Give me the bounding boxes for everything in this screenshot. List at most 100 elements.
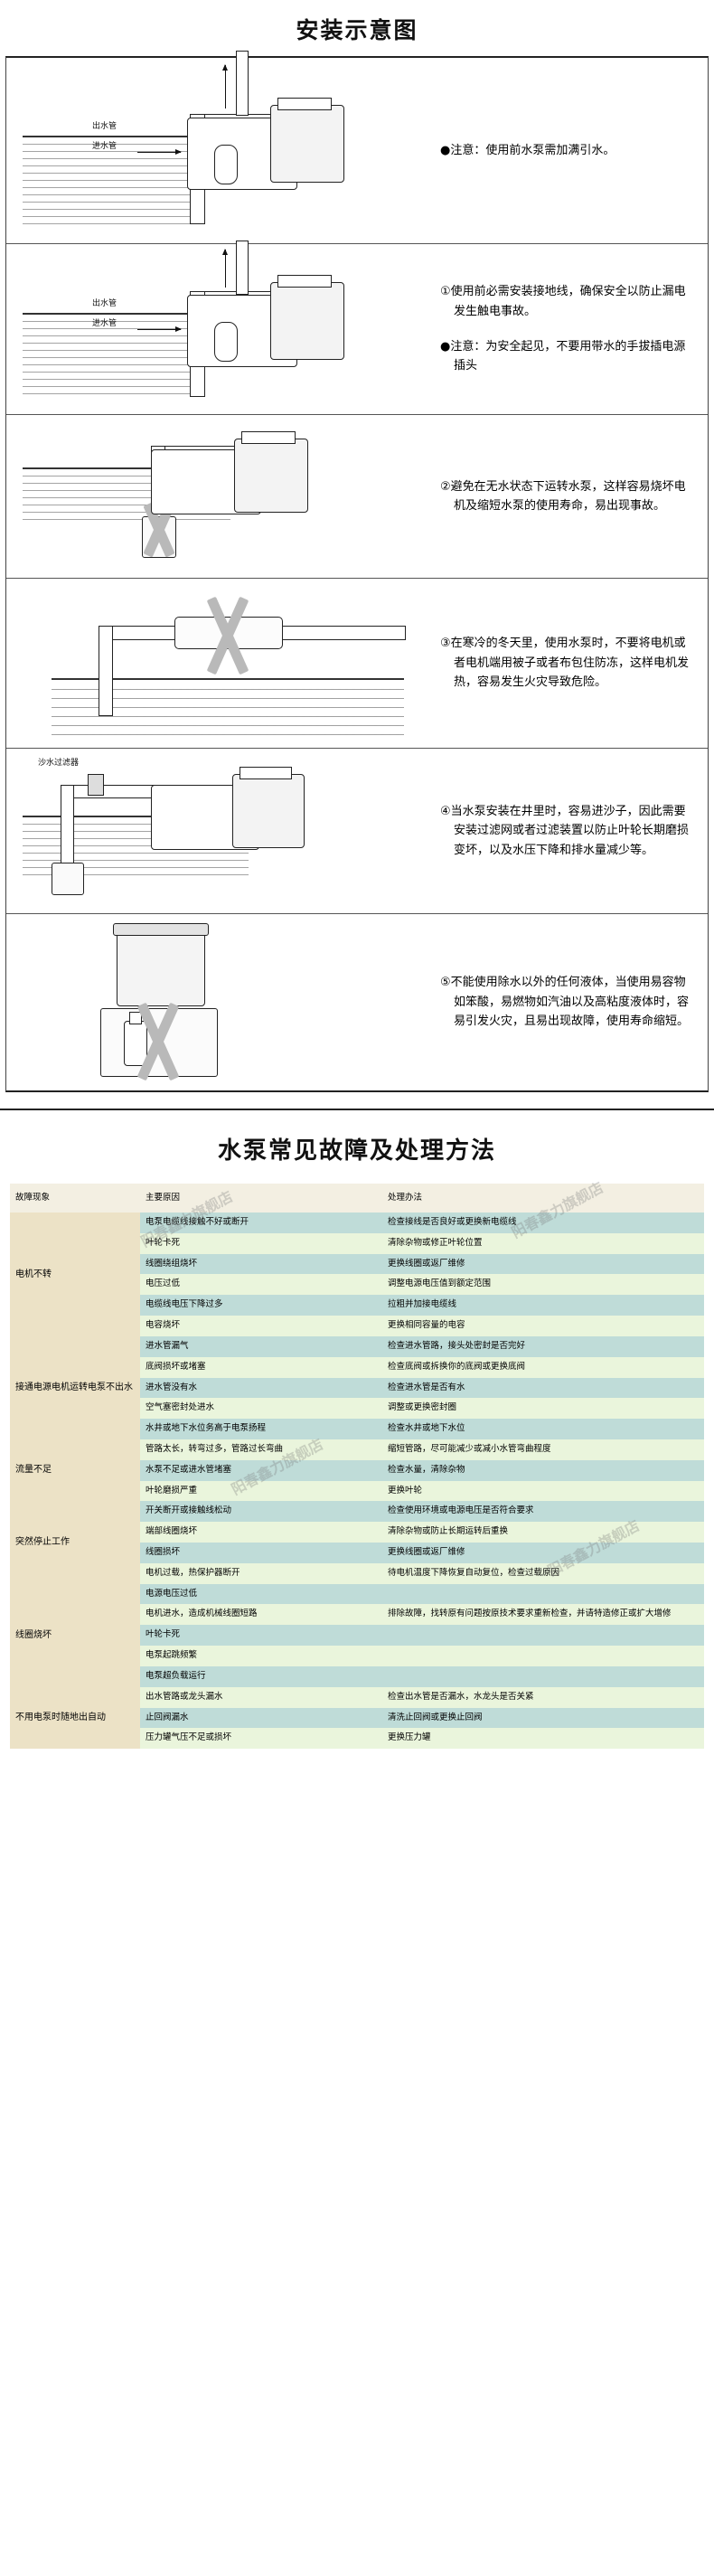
panel-2-note-1: ●注意：为安全起见，不要用带水的手拔插电源插头 <box>440 337 697 376</box>
panel-5-note-0-text: 当水泵安装在井里时，容易进沙子，因此需要安装过滤网或者过滤装置以防止叶轮长期磨损… <box>450 804 690 857</box>
fault-fix-cell: 清除杂物或防止长期运转后重换 <box>382 1522 704 1543</box>
fault-cause-cell: 叶轮卡死 <box>140 1625 382 1647</box>
table-row: 叶轮卡死清除杂物或修正叶轮位置 <box>10 1232 704 1254</box>
panel-2-note-0-text: 使用前必需安装接地线，确保安全以防止漏电发生触电事故。 <box>450 285 686 318</box>
fault-symptom-cell: 接通电源电机运转电泵不出水 <box>10 1335 140 1439</box>
fault-fix-cell: 检查水井或地下水位 <box>382 1419 704 1439</box>
panel-4-x-mark <box>160 595 296 676</box>
fault-fix-cell: 更换叶轮 <box>382 1480 704 1502</box>
fault-cause-cell: 电机过载，热保护器断开 <box>140 1562 382 1584</box>
panel-6-illustration <box>6 914 431 1090</box>
fault-cause-cell: 线圈损坏 <box>140 1543 382 1563</box>
panel-3-illustration <box>6 415 431 578</box>
table-row: 叶轮磨损严重更换叶轮 <box>10 1480 704 1502</box>
panel-2-note: ①使用前必需安装接地线，确保安全以防止漏电发生触电事故。 ●注意：为安全起见，不… <box>431 244 708 414</box>
panel-5-note-0-marker: ④ <box>440 804 451 818</box>
fault-fix-cell: 检查进水管是否有水 <box>382 1377 704 1399</box>
fault-cause-cell: 底阀损坏或堵塞 <box>140 1356 382 1378</box>
table-row: 电泵起跳频繁 <box>10 1646 704 1666</box>
table-row: 叶轮卡死 <box>10 1625 704 1647</box>
fault-fix-cell: 更换线圈或返厂维修 <box>382 1543 704 1563</box>
fault-fix-cell: 检查进水管路，接头处密封是否完好 <box>382 1335 704 1357</box>
fault-fix-cell: 调整电源电压值到额定范围 <box>382 1274 704 1296</box>
fault-symptom-cell: 线圈烧坏 <box>10 1583 140 1687</box>
install-panel-6: ⑤不能使用除水以外的任何液体，当使用易容物如笨酸，易燃物如汽油以及高粘度液体时，… <box>6 914 708 1090</box>
installation-title: 安装示意图 <box>296 17 418 43</box>
fault-cause-cell: 叶轮卡死 <box>140 1232 382 1254</box>
panel-2-illustration: 出水管 进水管 <box>6 241 431 414</box>
manual-page: 安装示意图 出水管 进水管 ●注意：使用前水泵需加满引水。 <box>0 0 714 1749</box>
fault-fix-cell: 调整或更换密封圈 <box>382 1398 704 1420</box>
installation-diagram-table: 出水管 进水管 ●注意：使用前水泵需加满引水。 <box>5 51 709 1092</box>
fault-cause-cell: 进水管漏气 <box>140 1335 382 1357</box>
table-row: 电压过低调整电源电压值到额定范围 <box>10 1274 704 1296</box>
panel-1-illustration: 出水管 进水管 <box>6 51 431 243</box>
fault-fix-cell: 清除杂物或修正叶轮位置 <box>382 1232 704 1254</box>
fault-cause-cell: 开关断开或接触线松动 <box>140 1501 382 1523</box>
panel-2-label-outlet: 出水管 <box>92 299 117 308</box>
fault-fix-cell <box>382 1665 704 1687</box>
panel-2-note-1-marker: ● <box>440 340 451 354</box>
table-row: 底阀损坏或堵塞检查底阀或拆换你的底阀或更换底阀 <box>10 1356 704 1378</box>
fault-fix-cell: 检查水量，清除杂物 <box>382 1459 704 1481</box>
fault-cause-cell: 电泵超负载运行 <box>140 1665 382 1687</box>
install-panel-4: ③在寒冷的冬天里，使用水泵时，不要将电机或者电机端用被子或者布包住防冻，这样电机… <box>6 579 708 749</box>
fault-fix-cell: 排除故障，找转原有问题按原技术要求重新检查，并请特造修正或扩大增修 <box>382 1604 704 1626</box>
table-row: 电缆线电压下降过多拉粗并加接电缆线 <box>10 1295 704 1316</box>
panel-4-note-0-marker: ③ <box>440 637 451 651</box>
fault-symptom-cell: 电机不转 <box>10 1213 140 1336</box>
col-fix: 处理办法 <box>382 1184 704 1213</box>
panel-4-note-0: ③在寒冷的冬天里，使用水泵时，不要将电机或者电机端用被子或者布包住防冻，这样电机… <box>440 634 697 692</box>
panel-2-note-0: ①使用前必需安装接地线，确保安全以防止漏电发生触电事故。 <box>440 282 697 321</box>
fault-fix-cell: 检查出水管是否漏水，水龙头是否关紧 <box>382 1686 704 1708</box>
fault-table-head: 故障现象 主要原因 处理办法 <box>10 1184 704 1213</box>
fault-fix-cell: 检查底阀或拆换你的底阀或更换底阀 <box>382 1356 704 1378</box>
panel-3-note-0: ②避免在无水状态下运转水泵，这样容易烧坏电机及缩短水泵的使用寿命，易出现事故。 <box>440 477 697 516</box>
fault-symptom-cell: 不用电泵时随地出自动 <box>10 1686 140 1750</box>
table-row: 水井或地下水位务高于电泵扬程检查水井或地下水位 <box>10 1419 704 1439</box>
panel-1-note-0: ●注意：使用前水泵需加满引水。 <box>440 141 697 160</box>
fault-fix-cell: 更换线圈或返厂维修 <box>382 1253 704 1275</box>
panel-6-note-0-marker: ⑤ <box>440 976 451 990</box>
fault-fix-cell: 拉粗并加接电缆线 <box>382 1295 704 1316</box>
fault-cause-cell: 出水管路或龙头漏水 <box>140 1686 382 1708</box>
table-row: 水泵不足或进水管堵塞检查水量，清除杂物 <box>10 1459 704 1481</box>
table-row: 线圈绕组烧坏更换线圈或返厂维修 <box>10 1253 704 1275</box>
table-row: 止回阀漏水清洗止回阀或更换止回阀 <box>10 1707 704 1729</box>
fault-cause-cell: 止回阀漏水 <box>140 1707 382 1729</box>
fault-cause-cell: 叶轮磨损严重 <box>140 1480 382 1502</box>
install-panel-1: 出水管 进水管 ●注意：使用前水泵需加满引水。 <box>6 51 708 244</box>
fault-cause-cell: 水泵不足或进水管堵塞 <box>140 1459 382 1481</box>
fault-fix-cell <box>382 1646 704 1666</box>
table-row: 接通电源电机运转电泵不出水进水管漏气检查进水管路，接头处密封是否完好 <box>10 1335 704 1439</box>
fault-cause-cell: 电缆线电压下降过多 <box>140 1295 382 1316</box>
panel-1-note-0-text: 注意：使用前水泵需加满引水。 <box>450 143 615 157</box>
panel-3-note-0-marker: ② <box>440 479 451 494</box>
fault-cause-cell: 空气塞密封处进水 <box>140 1398 382 1420</box>
table-row: 空气塞密封处进水调整或更换密封圈 <box>10 1398 704 1420</box>
fault-table-title: 水泵常见故障及处理方法 <box>217 1137 496 1165</box>
table-row: 线圈烧坏电源电压过低 <box>10 1583 704 1687</box>
fault-cause-cell: 水井或地下水位务高于电泵扬程 <box>140 1419 382 1439</box>
panel-1-label-outlet: 出水管 <box>92 122 117 131</box>
fault-cause-cell: 电机进水，造成机械线圈短路 <box>140 1604 382 1626</box>
fault-fix-cell <box>382 1583 704 1605</box>
fault-fix-cell: 缩短管路，尽可能减少或减小水管弯曲程度 <box>382 1439 704 1460</box>
panel-1-note-0-marker: ● <box>440 143 451 157</box>
panel-5-note: ④当水泵安装在井里时，容易进沙子，因此需要安装过滤网或者过滤装置以防止叶轮长期磨… <box>431 749 708 913</box>
fault-fix-cell: 检查使用环境或电源电压是否符合要求 <box>382 1501 704 1523</box>
table-row: 电机不转电泵电缆线接触不好或断开检查接线是否良好或更换新电缆线 <box>10 1213 704 1336</box>
table-row: 不用电泵时随地出自动出水管路或龙头漏水检查出水管是否漏水，水龙头是否关紧 <box>10 1686 704 1750</box>
table-row: 电机过载，热保护器断开待电机温度下降恢复自动复位，检查过载原因 <box>10 1562 704 1584</box>
table-row: 电容烧坏更换相同容量的电容 <box>10 1316 704 1336</box>
table-row: 电机进水，造成机械线圈短路排除故障，找转原有问题按原技术要求重新检查，并请特造修… <box>10 1604 704 1626</box>
panel-3-note-0-text: 避免在无水状态下运转水泵，这样容易烧坏电机及缩短水泵的使用寿命，易出现事故。 <box>450 479 686 513</box>
panel-5-illustration: 沙水过滤器 <box>6 749 431 913</box>
panel-4-note: ③在寒冷的冬天里，使用水泵时，不要将电机或者电机端用被子或者布包住防冻，这样电机… <box>431 579 708 748</box>
fault-fix-cell: 更换压力罐 <box>382 1728 704 1750</box>
fault-fix-cell: 待电机温度下降恢复自动复位，检查过载原因 <box>382 1562 704 1584</box>
panel-6-x-mark <box>97 1001 220 1082</box>
fault-cause-cell: 进水管没有水 <box>140 1377 382 1399</box>
fault-cause-cell: 电压过低 <box>140 1274 382 1296</box>
panel-4-note-0-text: 在寒冷的冬天里，使用水泵时，不要将电机或者电机端用被子或者布包住防冻，这样电机发… <box>450 637 690 690</box>
